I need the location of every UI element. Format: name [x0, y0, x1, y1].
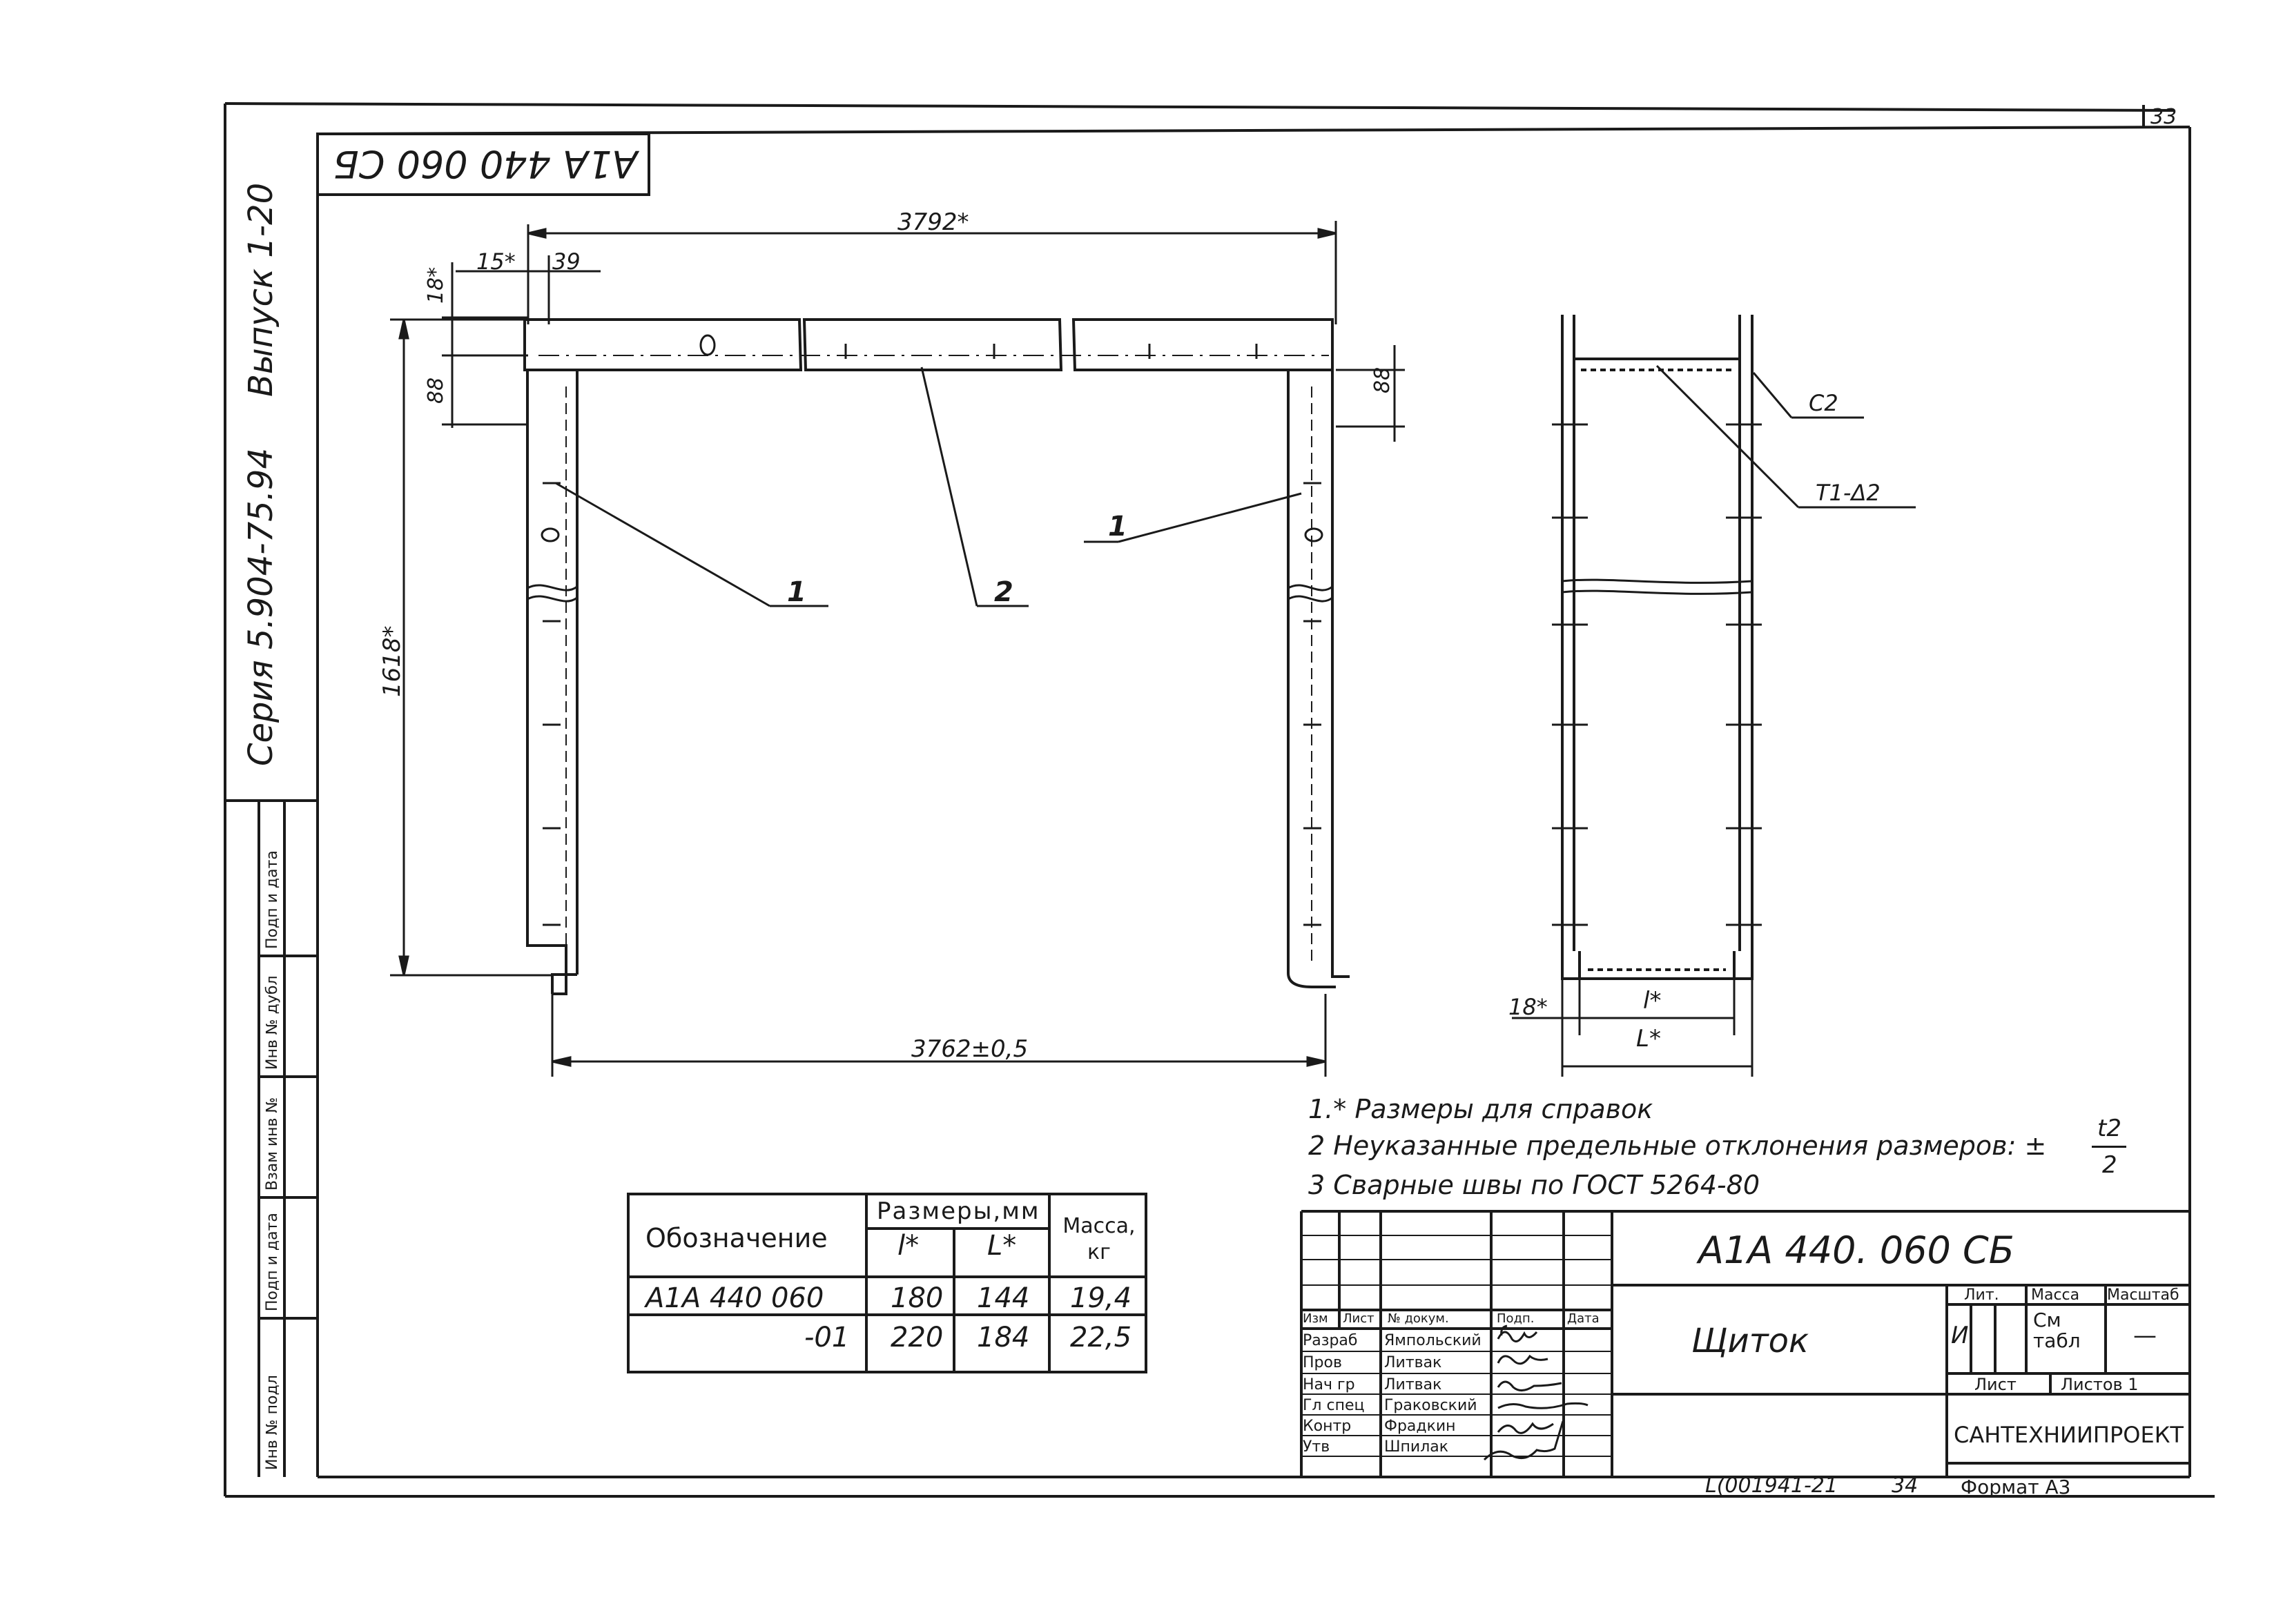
tb-role-6: Утв: [1303, 1438, 1330, 1456]
dim-88-right: 88: [1370, 366, 1395, 393]
tb-mass-value: См табл: [2033, 1309, 2081, 1352]
title-code: A1A 440. 060 СБ: [1698, 1229, 2014, 1272]
top-code: A1A 440 060 СБ: [333, 142, 638, 186]
callout-pos1-left: 1: [787, 576, 806, 608]
tb-scale-value: —: [2133, 1322, 2157, 1349]
side-issue: Выпуск 1-20: [242, 182, 280, 397]
dim-l-big: L*: [1636, 1025, 1661, 1053]
dim-height: 1618*: [378, 625, 406, 697]
footer-code: L(001941-21: [1705, 1474, 1838, 1498]
note-3: 3 Сварные швы по ГОСТ 5264-80: [1308, 1170, 1760, 1200]
note-1: 1.* Размеры для справок: [1308, 1094, 1653, 1124]
tb-role-4: Гл спец: [1303, 1397, 1365, 1414]
tb-role-2: Пров: [1303, 1354, 1342, 1371]
strip-inv-podl: Инв № подл: [264, 1375, 281, 1470]
strip-podp-data-2: Подп и дата: [264, 850, 281, 949]
spec-col-l-big: L*: [987, 1230, 1017, 1262]
tb-head-date: Дата: [1567, 1311, 1600, 1326]
spec-row1-l: 180: [891, 1282, 944, 1314]
tb-name-4: Граковский: [1384, 1397, 1477, 1414]
dim-39: 39: [552, 248, 581, 275]
weld-t1: Т1-Δ2: [1816, 480, 1881, 506]
footer-num: 34: [1892, 1474, 1918, 1498]
tb-name-3: Литвак: [1384, 1376, 1442, 1393]
tb-head-izm: Изм: [1303, 1311, 1328, 1326]
spec-row2-L: 184: [977, 1322, 1030, 1353]
spec-row1-designation: A1A 440 060: [645, 1282, 824, 1314]
tb-head-podp: Подп.: [1497, 1311, 1535, 1326]
spec-col-designation: Обозначение: [645, 1223, 828, 1253]
dim-18-top: 18*: [424, 266, 448, 304]
note-2-frac-num: t2: [2097, 1115, 2121, 1142]
note-2-frac-bar: [2092, 1146, 2126, 1148]
tb-name-6: Шпилак: [1384, 1438, 1449, 1456]
tb-name-5: Фрадкин: [1384, 1418, 1456, 1435]
dim-overall-top: 3792*: [897, 208, 969, 236]
tb-name-2: Литвак: [1384, 1354, 1442, 1371]
tb-lit-value: И: [1951, 1322, 1969, 1349]
tb-mass-header: Масса: [2031, 1287, 2080, 1304]
strip-vzam-inv: Взам инв №: [264, 1097, 281, 1191]
spec-row1-mass: 19,4: [1070, 1282, 1132, 1314]
spec-col-dimensions: Размеры,мм: [877, 1197, 1040, 1225]
strip-podp-data-1: Подп и дата: [264, 1213, 281, 1311]
tb-role-1: Разраб: [1303, 1332, 1358, 1349]
tb-head-list: Лист: [1343, 1311, 1374, 1326]
tb-scale-header: Масштаб: [2107, 1287, 2179, 1304]
callout-pos1-right: 1: [1108, 511, 1127, 542]
tb-sheet-label: Лист: [1974, 1375, 2017, 1394]
tb-name-1: Ямпольский: [1384, 1332, 1481, 1349]
spec-col-l-small: l*: [897, 1230, 920, 1262]
spec-row1-L: 144: [977, 1282, 1030, 1314]
weld-c2: С2: [1809, 390, 1838, 416]
title-name: Щиток: [1691, 1322, 1809, 1360]
callout-pos2: 2: [994, 576, 1013, 608]
tb-sheets-label: Листов 1: [2061, 1375, 2139, 1394]
tb-org: САНТЕХНИИПРОЕКТ: [1954, 1422, 2184, 1448]
footer-format: Формат А3: [1961, 1476, 2071, 1498]
note-2: 2 Неуказанные предельные отклонения разм…: [1308, 1131, 2047, 1161]
sheet-number: 33: [2150, 105, 2177, 129]
tb-lit-header: Лит.: [1964, 1287, 1999, 1304]
dim-bottom: 3762±0,5: [911, 1035, 1029, 1063]
spec-row2-l: 220: [891, 1322, 944, 1353]
spec-row2-designation: -01: [804, 1322, 850, 1353]
tb-head-doc: № докум.: [1388, 1311, 1449, 1326]
dim-18-section: 18*: [1508, 994, 1548, 1020]
spec-row2-mass: 22,5: [1070, 1322, 1132, 1353]
dim-88-left: 88: [424, 377, 448, 404]
side-series: Серия 5.904-75.94: [242, 448, 280, 766]
note-2-frac-den: 2: [2102, 1151, 2117, 1179]
spec-col-mass: Масса, кг: [1062, 1214, 1136, 1264]
dim-15: 15*: [476, 248, 516, 275]
tb-role-5: Контр: [1303, 1418, 1352, 1435]
dim-l-small: l*: [1643, 987, 1662, 1015]
tb-role-3: Нач гр: [1303, 1376, 1355, 1393]
strip-inv-dubl: Инв № дубл: [264, 975, 281, 1070]
